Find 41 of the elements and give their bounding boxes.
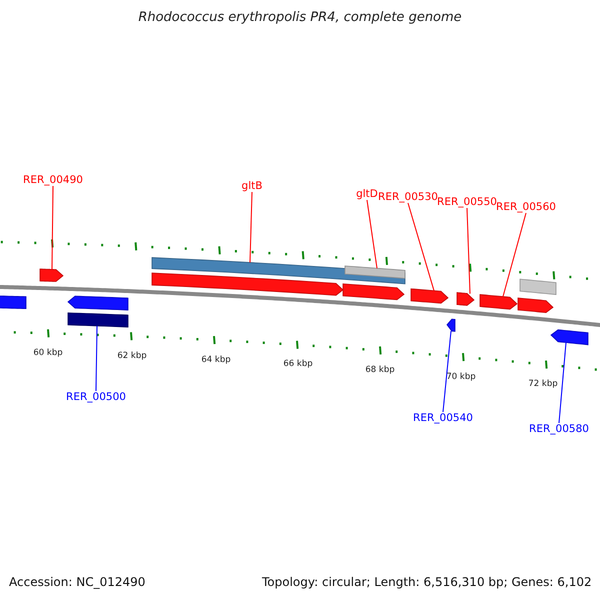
leader-line: [52, 186, 54, 270]
scale-label: 60 kbp: [33, 348, 63, 358]
gene-feature: [480, 294, 518, 310]
scale-label: 66 kbp: [283, 359, 313, 369]
gene-bar: [68, 312, 128, 328]
gene-label: gltD: [356, 188, 378, 200]
leader-line: [558, 342, 566, 424]
gene-bar: [0, 296, 26, 310]
gene-label: RER_00530: [378, 191, 438, 203]
leader-line: [502, 212, 526, 298]
leader-line: [466, 208, 470, 294]
gene-bar: [520, 278, 556, 296]
gene-feature: [152, 272, 344, 296]
gene-label: RER_00500: [66, 391, 126, 403]
gene-label: RER_00540: [413, 412, 473, 424]
gene-label: RER_00490: [23, 174, 83, 186]
footer-text: Accession: NC_012490: [9, 575, 146, 589]
gene-feature: [67, 296, 128, 310]
gene-feature: [456, 292, 475, 306]
leader-line: [442, 330, 452, 412]
gene-feature: [550, 329, 588, 346]
gene-label: RER_00580: [529, 423, 589, 435]
scale-label: 70 kbp: [446, 372, 476, 382]
scale-label: 64 kbp: [201, 355, 231, 365]
scale-label: 72 kbp: [528, 379, 558, 389]
gene-label: RER_00550: [437, 196, 497, 208]
scale-label: 62 kbp: [117, 351, 147, 361]
gene-label: RER_00560: [496, 201, 556, 213]
scale-label: 68 kbp: [365, 365, 395, 375]
gene-feature: [518, 298, 554, 314]
gene-feature: [410, 288, 449, 304]
title: Rhodococcus erythropolis PR4, complete genome: [137, 10, 463, 25]
leader-line: [250, 192, 252, 263]
leader-line: [408, 202, 434, 292]
gene-label: gltB: [242, 180, 262, 192]
gene-feature: [342, 283, 405, 300]
leader-line: [96, 325, 98, 392]
leader-line: [366, 200, 378, 269]
footer-text: Topology: circular; Length: 6,516,310 bp; Genes: 6,102: [262, 575, 592, 589]
gene-feature: [446, 318, 456, 332]
gene-feature: [40, 268, 64, 282]
